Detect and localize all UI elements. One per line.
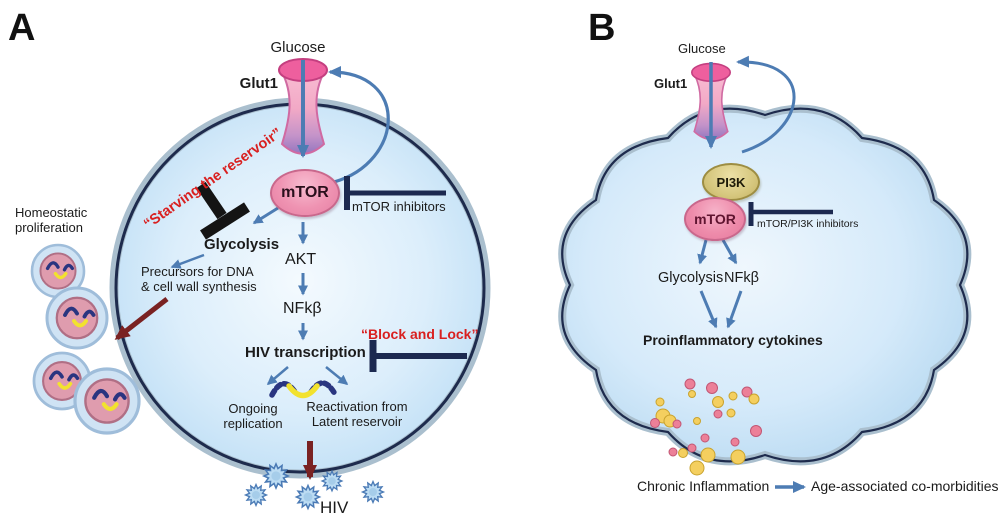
nfkb-label-a: NFkβ <box>283 300 322 317</box>
glycolysis-label-a: Glycolysis <box>204 236 280 253</box>
panel-a-label: A <box>8 7 36 49</box>
hiv-to-ongoing-arrow <box>266 366 289 385</box>
glucose-label-b: Glucose <box>678 41 726 56</box>
cell-b <box>558 104 972 466</box>
glut1-label-a: Glut1 <box>239 75 278 92</box>
mtor-node-a: mTOR <box>270 169 340 217</box>
hiv-label: HIV <box>320 498 349 517</box>
nfkb-to-cytokines-arrow <box>726 290 743 329</box>
age-comorbidities-label: Age-associated co-morbidities <box>811 478 999 494</box>
precursors-label: Precursors for DNA & cell wall synthesis <box>141 264 257 295</box>
reactivation-label: Reactivation from Latent reservoir <box>306 399 408 430</box>
inhibitor-bars-a <box>344 176 467 372</box>
mtor-glut1-feedback-arrow-b <box>736 55 796 154</box>
cd4-cell-icon <box>45 286 109 350</box>
ongoing-replication-label: Ongoing replication <box>223 401 283 432</box>
mtor-label-b: mTOR <box>694 211 736 227</box>
glycolysis-to-cytokines-arrow <box>699 290 718 329</box>
panel-b-label: B <box>588 7 616 49</box>
provirus-dna-icon <box>269 380 338 399</box>
nfkb-label-b: NFkβ <box>724 270 759 286</box>
pi3k-node: PI3K <box>702 163 760 201</box>
glut1-label-b: Glut1 <box>654 76 688 91</box>
mtor-node-b: mTOR <box>684 197 746 241</box>
precursors-to-proliferation-arrow <box>114 297 169 340</box>
hiv-transcription-label: HIV transcription <box>245 344 366 361</box>
mtor-to-glycolysis-arrow <box>252 206 279 225</box>
akt-label: AKT <box>285 251 317 268</box>
pathway-arrows-a <box>170 60 390 385</box>
glycolysis-to-precursors-arrow <box>170 253 205 269</box>
glucose-label-a: Glucose <box>270 39 326 56</box>
virus-icon <box>244 483 268 507</box>
inhibitor-bars-b <box>748 202 833 226</box>
starving-inhibitor-t-icon <box>196 181 250 240</box>
hiv-to-reactivation-arrow <box>325 366 349 385</box>
virus-icon <box>295 484 321 510</box>
homeostatic-proliferation-label: Homeostatic proliferation <box>15 205 88 236</box>
proinflammatory-cytokines-label: Proinflammatory cytokines <box>643 332 823 348</box>
pathway-arrows-b <box>697 55 806 493</box>
chronic-inflammation-label: Chronic Inflammation <box>637 478 770 494</box>
mtor-glut1-feedback-arrow-a <box>328 66 390 184</box>
cd4-cell-icon <box>75 369 139 433</box>
glycolysis-label-b: Glycolysis <box>658 270 724 286</box>
cytokine-dots <box>650 378 762 476</box>
mtor-pi3k-inhibitors-label: mTOR/PI3K inhibitors <box>757 218 859 230</box>
mtor-to-nfkb-arrow-b <box>721 239 738 265</box>
mtor-inhibitors-label: mTOR inhibitors <box>352 199 446 214</box>
mtor-label-a: mTOR <box>281 184 329 201</box>
virus-icon <box>361 480 385 504</box>
mtor-to-glycolysis-arrow-b <box>697 239 708 265</box>
pi3k-label: PI3K <box>716 174 746 190</box>
block-and-lock-label: “Block and Lock” <box>361 326 479 342</box>
